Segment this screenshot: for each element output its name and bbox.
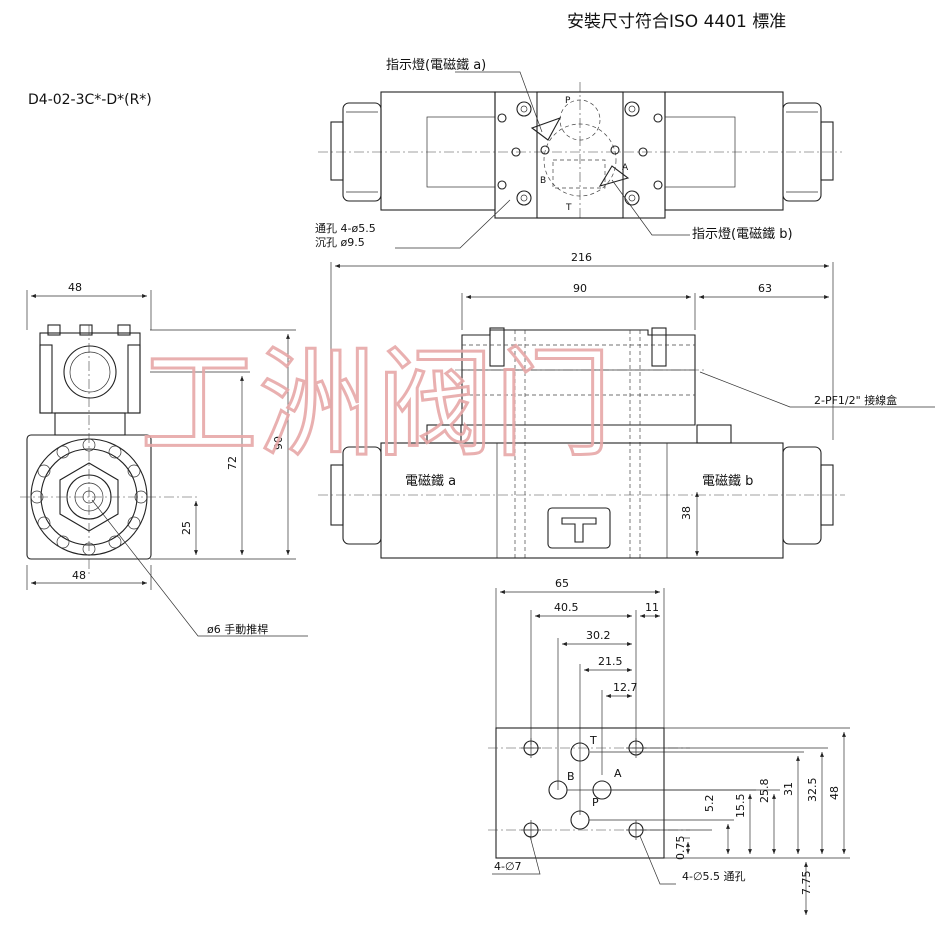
dim-31: 31 (782, 782, 795, 796)
dim-32-5: 32.5 (806, 778, 819, 803)
solenoid-b-label: 電磁鐵 b (702, 473, 753, 489)
dim-48-mf: 48 (828, 786, 841, 800)
model-code: D4-02-3C*-D*(R*) (28, 92, 152, 108)
hole-through-label: 通孔 4-ø5.5 (315, 222, 376, 235)
port-p-label: P (565, 96, 571, 106)
indicator-a-label: 指示燈(電磁鐵 a) (386, 57, 486, 73)
dim-25-8: 25.8 (758, 779, 771, 804)
dim-30-2: 30.2 (586, 629, 611, 642)
dim-11: 11 (645, 601, 659, 614)
holes-7-label: 4-∅7 (494, 860, 522, 873)
dim-90-side: 90 (272, 436, 285, 450)
dim-90: 90 (573, 282, 587, 295)
port-b-label: B (540, 176, 546, 186)
junction-box-label: 2-PF1/2" 接線盒 (814, 393, 897, 407)
dim-15-5: 15.5 (734, 794, 747, 819)
dim-65: 65 (555, 577, 569, 590)
mf-port-a: A (614, 767, 622, 780)
solenoid-a-label: 電磁鐵 a (405, 473, 456, 489)
mf-port-b: B (567, 770, 575, 783)
port-a-label: A (622, 163, 629, 173)
dim-63: 63 (758, 282, 772, 295)
hole-counter-label: 沉孔 ø9.5 (315, 236, 365, 249)
watermark: 工洲阀门 (140, 335, 612, 473)
dim-12-7: 12.7 (613, 681, 638, 694)
mf-port-t: T (589, 734, 597, 747)
dim-48-top: 48 (68, 281, 82, 294)
front-view: 216 90 63 38 (318, 251, 935, 560)
dim-5-2: 5.2 (703, 795, 716, 813)
dim-21-5: 21.5 (598, 655, 623, 668)
side-view: 48 48 90 (20, 281, 308, 637)
dim-72: 72 (226, 456, 239, 470)
top-view: P A B T 指示燈(電磁鐵 a) 指示燈(電磁鐵 b) 通孔 4-ø5.5 … (315, 57, 842, 249)
manual-pin-label: ø6 手動推桿 (207, 622, 268, 636)
dim-7-75: 7.75 (800, 871, 813, 896)
mounting-face: 65 40.5 11 30.2 21.5 12.7 T B A P (488, 577, 850, 915)
indicator-b-label: 指示燈(電磁鐵 b) (692, 226, 793, 242)
dim-0-75: 0.75 (674, 836, 687, 861)
dim-38: 38 (680, 506, 693, 520)
dim-25: 25 (180, 521, 193, 535)
dim-48-bottom: 48 (72, 569, 86, 582)
standard-note: 安裝尺寸符合ISO 4401 標准 (567, 12, 786, 32)
holes-5-5-label: 4-∅5.5 通孔 (682, 870, 746, 883)
dim-40-5: 40.5 (554, 601, 579, 614)
mf-port-p: P (592, 796, 599, 809)
port-t-label: T (565, 203, 572, 213)
dim-216: 216 (571, 251, 592, 264)
